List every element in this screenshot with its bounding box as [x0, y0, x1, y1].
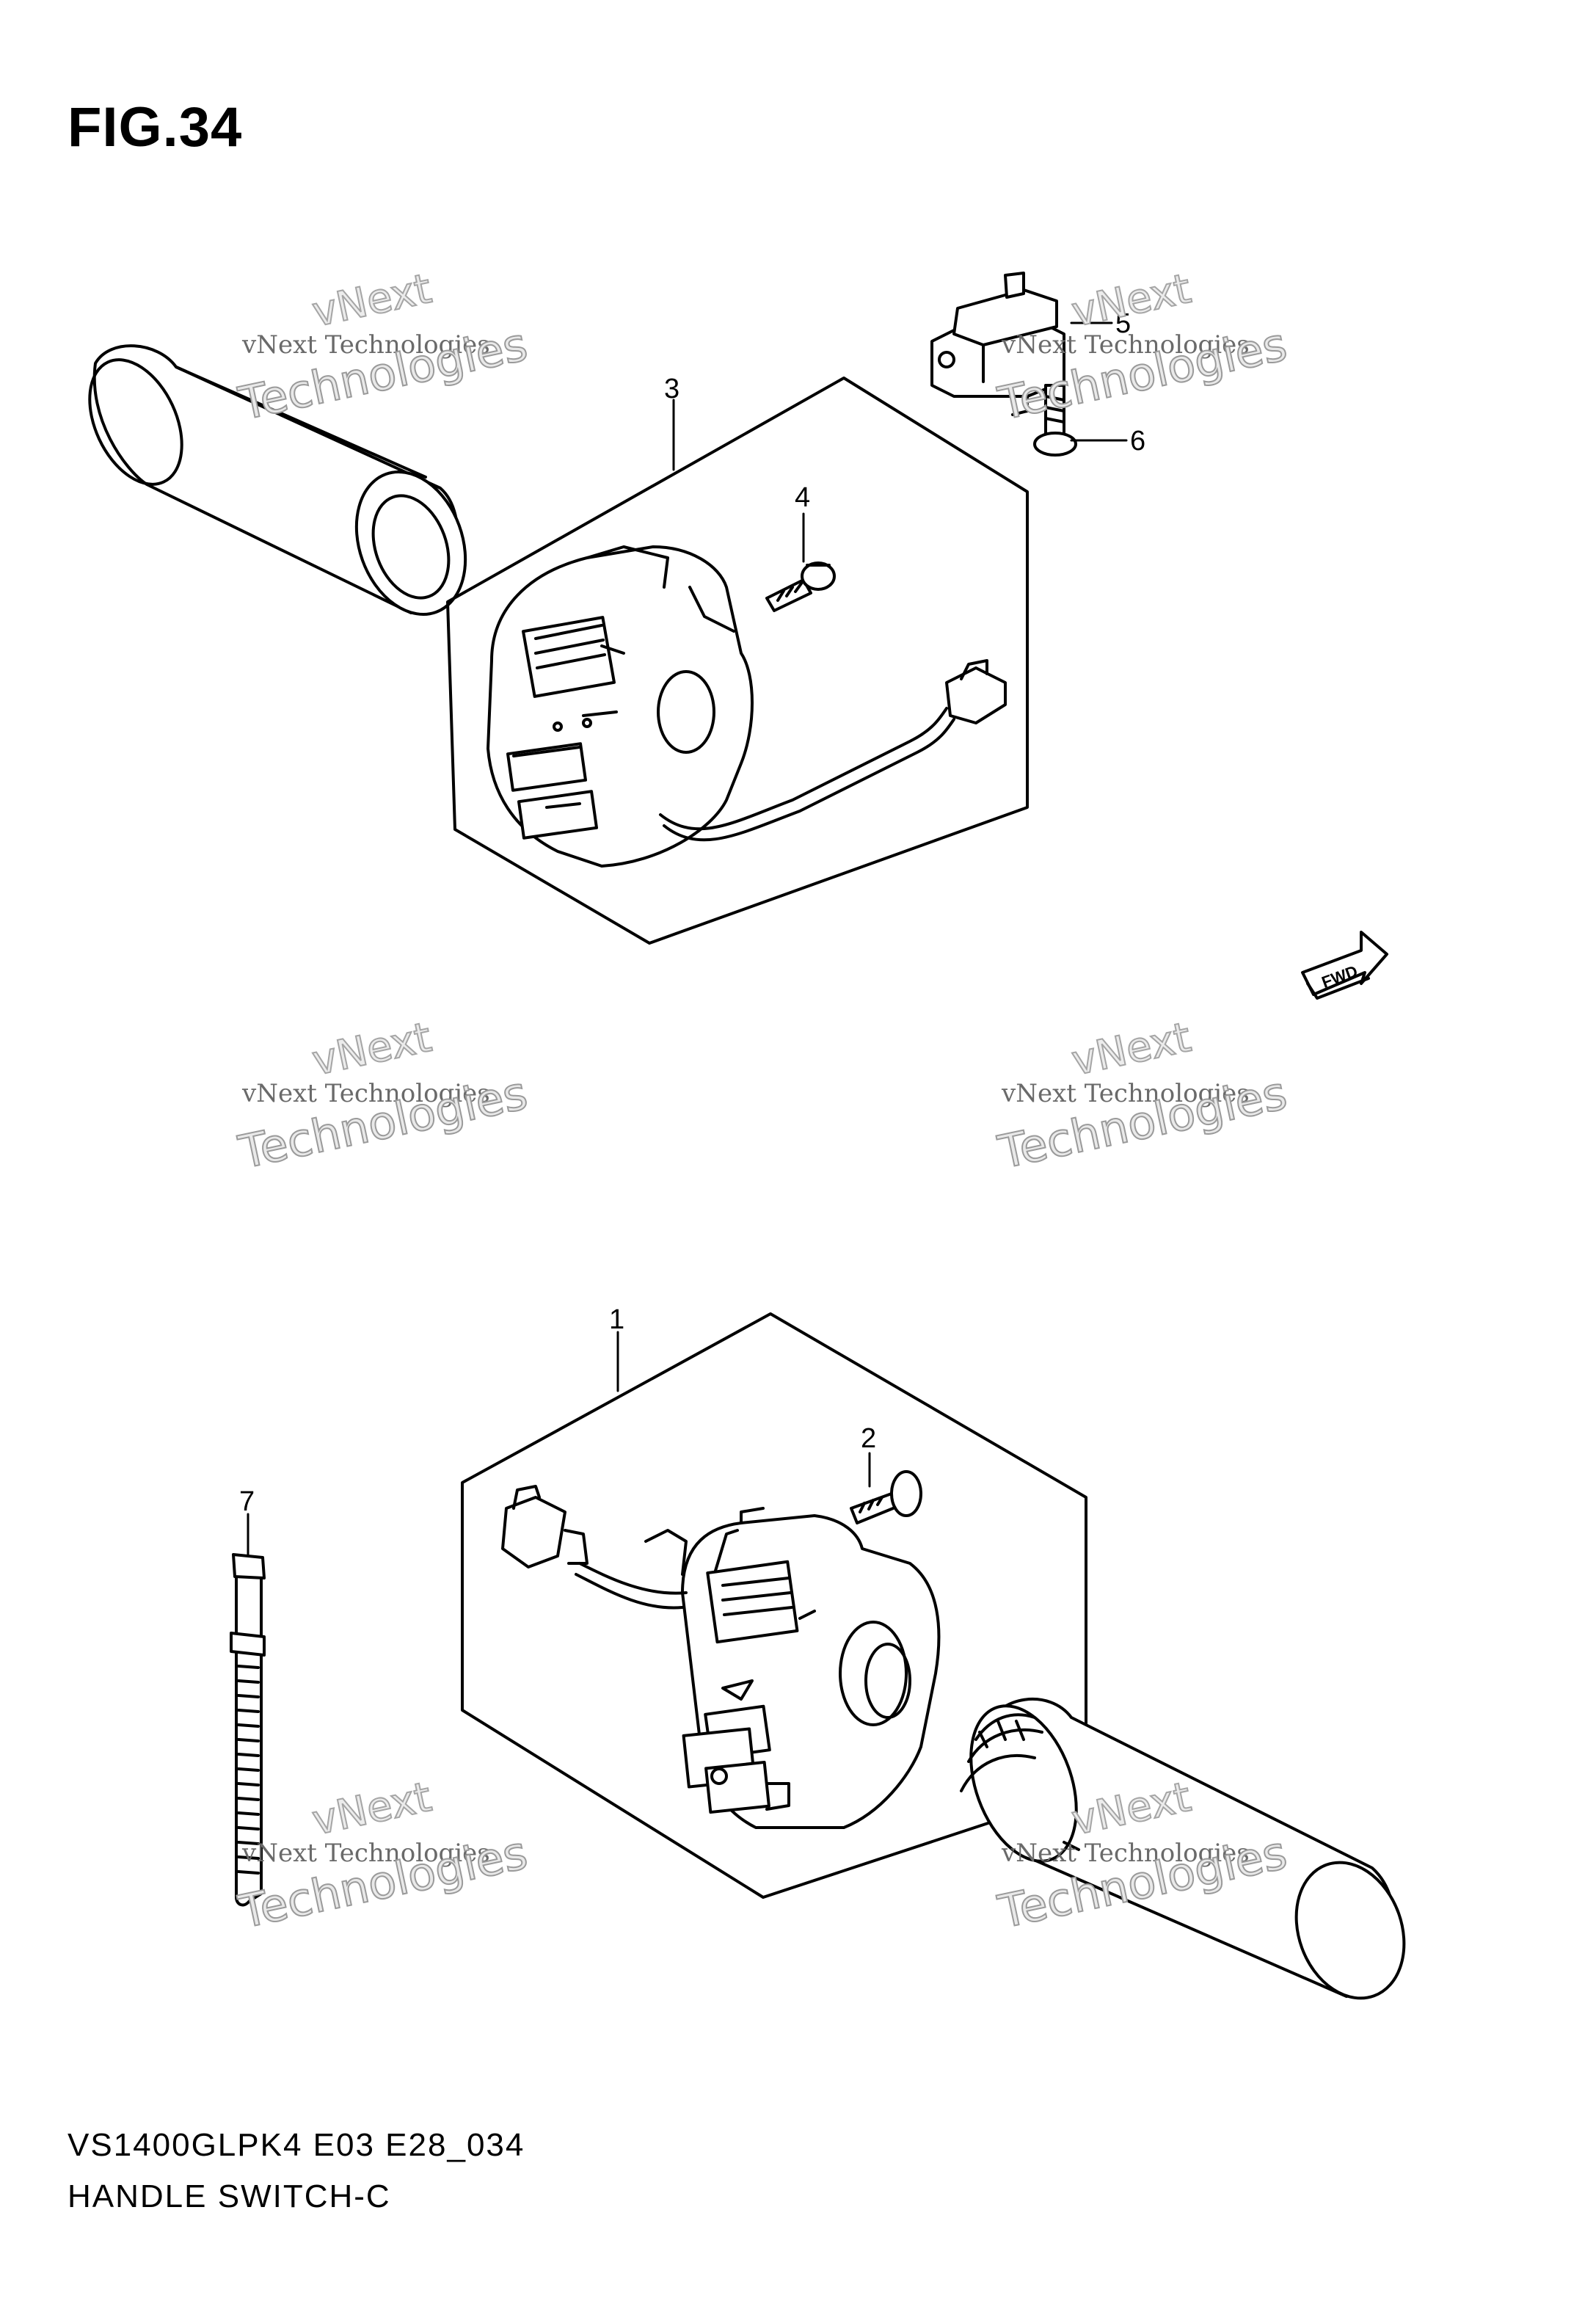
- callout-4: 4: [795, 482, 810, 513]
- callout-1: 1: [609, 1304, 624, 1335]
- callout-7: 7: [239, 1486, 255, 1517]
- assembly-outline-3: [446, 377, 1029, 945]
- screw-6: [1033, 384, 1077, 457]
- screw-2: [850, 1470, 922, 1524]
- diagram-name: HANDLE SWITCH-C: [68, 2178, 391, 2214]
- right-switch-housing: [501, 1485, 941, 1829]
- callout-5: 5: [1115, 308, 1131, 339]
- left-grip: [88, 344, 467, 616]
- figure-title: FIG.34: [68, 96, 243, 159]
- cable-tie-7: [230, 1553, 266, 1907]
- fwd-badge: [1301, 931, 1388, 1000]
- callout-2: 2: [861, 1423, 876, 1454]
- right-grip: [960, 1698, 1406, 2000]
- callout-3: 3: [664, 374, 679, 404]
- left-switch-housing: [487, 545, 1007, 868]
- diagram-code: VS1400GLPK4 E03 E28_034: [68, 2127, 525, 2163]
- screw-4: [765, 561, 836, 612]
- leader-lines: [247, 321, 1128, 1556]
- callout-numbers: 3 4 5 6 1 2 7: [239, 308, 1145, 1517]
- clutch-switch-5: [930, 272, 1065, 416]
- callout-6: 6: [1130, 426, 1145, 457]
